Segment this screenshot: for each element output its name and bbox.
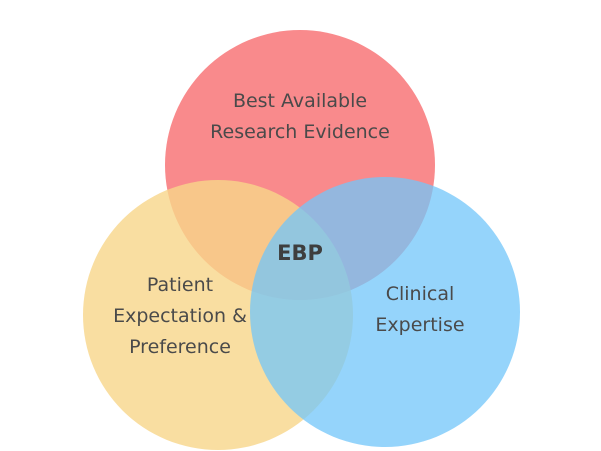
label-clinical-line-1: Clinical <box>386 283 455 305</box>
label-ebp-intersection: EBP <box>277 241 323 265</box>
circle-clinical-expertise <box>250 177 520 447</box>
label-research-line-2: Research Evidence <box>210 121 390 143</box>
label-patient-line-1: Patient <box>147 274 213 296</box>
label-clinical-line-2: Expertise <box>375 314 464 336</box>
label-patient-line-2: Expectation & <box>113 305 247 327</box>
label-patient-line-3: Preference <box>129 336 231 358</box>
label-research-line-1: Best Available <box>233 90 367 112</box>
